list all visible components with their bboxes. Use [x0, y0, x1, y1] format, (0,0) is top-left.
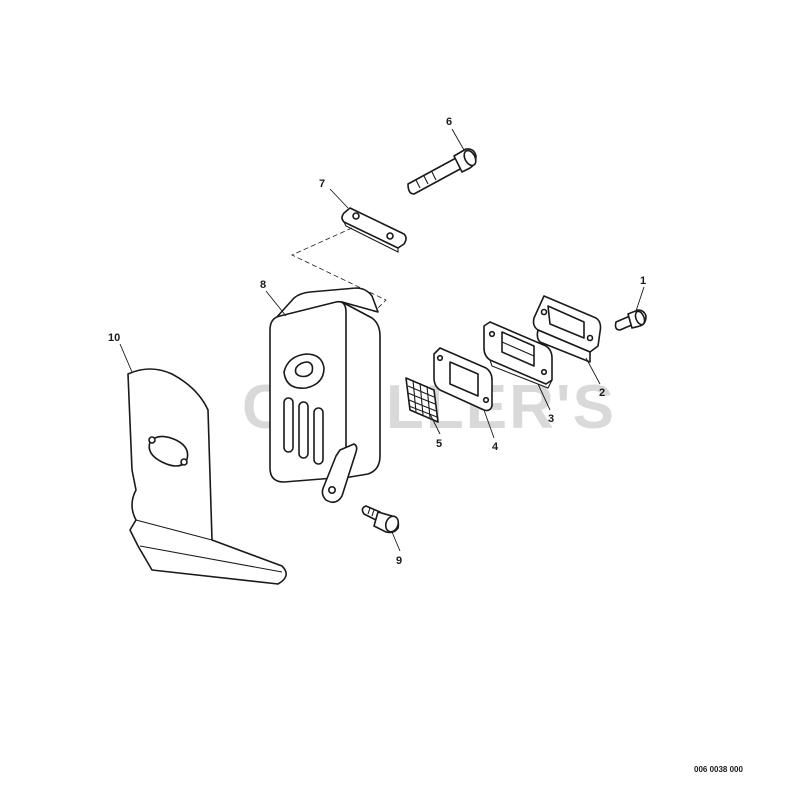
drawing-number: 006 0038 000 [694, 765, 743, 774]
muffler-part-8 [269, 287, 381, 504]
callout-6: 6 [446, 116, 452, 128]
leader-line-2 [585, 357, 601, 385]
leader-line-3 [537, 383, 551, 411]
callout-7: 7 [319, 178, 325, 190]
callout-3: 3 [548, 413, 554, 425]
gasket-part-4 [433, 347, 493, 412]
callout-2: 2 [599, 387, 605, 399]
callout-1: 1 [640, 275, 646, 287]
screw-part-9 [361, 505, 400, 534]
spacer-part-2 [532, 295, 602, 363]
leader-line-4 [483, 409, 495, 439]
leader-line-5 [429, 413, 441, 435]
plate-part-7 [341, 207, 407, 253]
leader-line-1 [635, 286, 645, 312]
assembly-dashed-line [291, 227, 387, 313]
leader-line-6 [451, 128, 465, 151]
callout-5: 5 [436, 438, 442, 450]
callout-4: 4 [492, 441, 499, 453]
leader-lines [119, 128, 645, 552]
leader-line-9 [391, 531, 401, 552]
leader-line-7 [329, 188, 349, 209]
screen-part-5 [405, 377, 439, 423]
callout-8: 8 [260, 279, 266, 291]
leader-line-8 [265, 290, 287, 317]
screw-part-1 [614, 309, 647, 331]
gasket-part-3 [483, 321, 553, 389]
heat-shield-part-10 [127, 368, 287, 585]
callout-9: 9 [396, 555, 402, 567]
callout-labels: 1 2 3 4 5 6 7 8 9 10 [108, 116, 646, 567]
leader-line-10 [119, 343, 133, 373]
callout-10: 10 [108, 332, 120, 344]
bolt-part-6 [407, 148, 477, 195]
